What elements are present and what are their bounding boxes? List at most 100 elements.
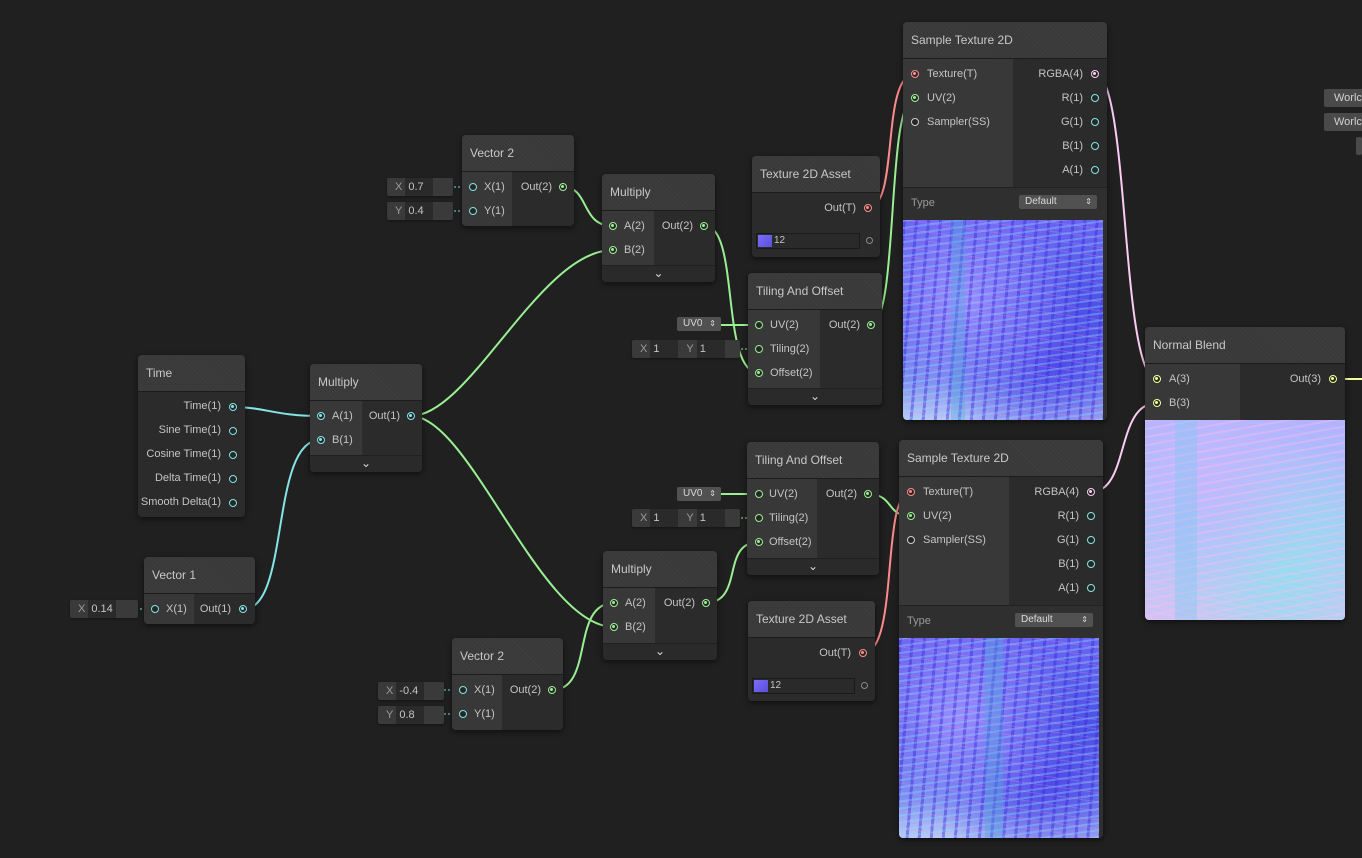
port-out[interactable] [407, 412, 415, 420]
port-out[interactable] [859, 649, 867, 657]
vector2-top-node[interactable]: Vector 2 X(1) Y(1) Out(2) [462, 135, 574, 226]
sample-texture-bottom-node[interactable]: Sample Texture 2D Texture(T) UV(2) Sampl… [899, 440, 1103, 838]
texture-object-field[interactable]: 12 [752, 678, 855, 694]
port-out[interactable] [702, 599, 710, 607]
port-out[interactable] [1329, 375, 1337, 383]
texture-object-field[interactable]: 12 [756, 233, 860, 249]
port-rgba-out[interactable] [1091, 70, 1099, 78]
port-y-in[interactable] [459, 710, 467, 718]
port-offset-in[interactable] [755, 538, 763, 546]
vector2-bottom-node[interactable]: Vector 2 X(1) Y(1) Out(2) [452, 638, 563, 730]
wire-multiply-top-to-tiling-offset[interactable] [704, 225, 760, 374]
port-a-out[interactable] [1091, 166, 1099, 174]
expand-chevron-icon[interactable]: ⌄ [310, 455, 422, 472]
texture-asset-bottom-node[interactable]: Texture 2D Asset Out(T) 12 [748, 601, 875, 701]
port-a-in[interactable] [609, 222, 617, 230]
port-time-out[interactable] [229, 403, 237, 411]
port-out[interactable] [239, 605, 247, 613]
wire-vector1-to-multiply-b[interactable] [243, 439, 321, 610]
port-x-in[interactable] [469, 183, 477, 191]
field-value[interactable]: 0.4 [405, 202, 434, 220]
offscreen-node-3[interactable] [1356, 137, 1362, 155]
port-out[interactable] [700, 222, 708, 230]
object-picker-icon[interactable] [866, 237, 873, 244]
field-value-y[interactable]: 1 [696, 340, 725, 358]
uv-channel-dropdown-bottom[interactable]: UV0⇕ [677, 487, 721, 501]
multiply-main-node[interactable]: Multiply A(1) B(1) Out(1) ⌄ [310, 364, 422, 472]
port-out[interactable] [867, 321, 875, 329]
port-r-out[interactable] [1091, 94, 1099, 102]
port-offset-in[interactable] [755, 369, 763, 377]
time-node[interactable]: Time Time(1) Sine Time(1) Cosine Time(1)… [138, 355, 245, 517]
port-out[interactable] [548, 686, 556, 694]
port-a-out[interactable] [1087, 584, 1095, 592]
port-smooth-delta-out[interactable] [229, 499, 237, 507]
field-value[interactable]: 0.7 [405, 178, 434, 196]
wire-multiply-to-multiply-bottom-b[interactable] [410, 415, 615, 628]
wire-multiply-to-multiply-top-b[interactable] [410, 249, 614, 417]
offscreen-node-2[interactable]: Worlc [1324, 113, 1362, 131]
texture-asset-top-node[interactable]: Texture 2D Asset Out(T) 12 [752, 156, 880, 257]
offscreen-node-1[interactable]: Worlc [1324, 89, 1362, 107]
normal-blend-node[interactable]: Normal Blend A(3) B(3) Out(3) [1145, 327, 1345, 620]
uv-channel-dropdown-top[interactable]: UV0⇕ [677, 317, 721, 331]
port-sampler-in[interactable] [907, 536, 915, 544]
wire-vector2-bottom-to-multiply-a[interactable] [551, 602, 615, 691]
port-out[interactable] [864, 490, 872, 498]
field-value[interactable]: 0.8 [396, 706, 425, 724]
type-dropdown[interactable]: Default⇕ [1019, 195, 1097, 209]
port-a-in[interactable] [317, 412, 325, 420]
port-uv-in[interactable] [755, 321, 763, 329]
port-g-out[interactable] [1091, 118, 1099, 126]
expand-chevron-icon[interactable]: ⌄ [748, 388, 882, 405]
port-texture-in[interactable] [907, 488, 915, 496]
wire-time-to-multiply-a[interactable] [232, 406, 321, 417]
port-sampler-in[interactable] [911, 118, 919, 126]
port-uv-in[interactable] [907, 512, 915, 520]
port-b-in[interactable] [610, 623, 618, 631]
expand-chevron-icon[interactable]: ⌄ [747, 558, 879, 575]
port-b-out[interactable] [1087, 560, 1095, 568]
expand-chevron-icon[interactable]: ⌄ [603, 643, 717, 660]
port-tiling-in[interactable] [755, 514, 763, 522]
port-uv-in[interactable] [911, 94, 919, 102]
port-a-in[interactable] [1153, 375, 1161, 383]
port-texture-in[interactable] [911, 70, 919, 78]
port-cosine-time-out[interactable] [229, 451, 237, 459]
vector1-node[interactable]: Vector 1 X(1) Out(1) [144, 557, 255, 624]
field-value-x[interactable]: 1 [650, 340, 679, 358]
port-x-in[interactable] [459, 686, 467, 694]
port-tiling-in[interactable] [755, 345, 763, 353]
port-out[interactable] [864, 204, 872, 212]
port-out[interactable] [559, 183, 567, 191]
vector2-bottom-x-field[interactable]: X-0.4 [378, 682, 444, 700]
port-b-in[interactable] [609, 246, 617, 254]
port-b-out[interactable] [1091, 142, 1099, 150]
type-dropdown[interactable]: Default⇕ [1015, 613, 1093, 627]
port-g-out[interactable] [1087, 536, 1095, 544]
port-b-in[interactable] [1153, 399, 1161, 407]
field-value-y[interactable]: 1 [696, 509, 725, 527]
field-value[interactable]: 0.14 [88, 600, 117, 618]
port-delta-time-out[interactable] [229, 475, 237, 483]
field-value[interactable]: -0.4 [396, 682, 425, 700]
port-rgba-out[interactable] [1087, 488, 1095, 496]
port-r-out[interactable] [1087, 512, 1095, 520]
tiling-offset-top-node[interactable]: Tiling And Offset UV(2) Tiling(2) Offset… [748, 273, 882, 405]
object-picker-icon[interactable] [861, 682, 868, 689]
multiply-top-node[interactable]: Multiply A(2) B(2) Out(2) ⌄ [602, 174, 715, 282]
port-b-in[interactable] [317, 436, 325, 444]
multiply-bottom-node[interactable]: Multiply A(2) B(2) Out(2) ⌄ [603, 551, 717, 660]
field-value-x[interactable]: 1 [650, 509, 679, 527]
port-a-in[interactable] [610, 599, 618, 607]
tiling-offset-bottom-node[interactable]: Tiling And Offset UV(2) Tiling(2) Offset… [747, 442, 879, 575]
port-sine-time-out[interactable] [229, 427, 237, 435]
sample-texture-top-node[interactable]: Sample Texture 2D Texture(T) UV(2) Sampl… [903, 22, 1107, 420]
port-x-in[interactable] [151, 605, 159, 613]
